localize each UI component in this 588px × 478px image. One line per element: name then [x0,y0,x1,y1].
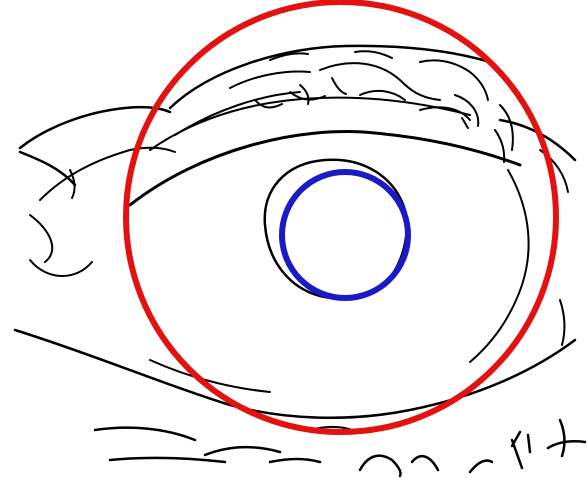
inner-detection-circle [282,172,408,298]
lower-lash-line [270,459,320,462]
left-fold-line [40,148,175,200]
left-fold-line [30,260,92,276]
lower-lash-line [110,458,225,462]
lower-lash-line [470,460,492,472]
brow-texture-line [320,63,440,100]
lower-lash-line [512,432,530,468]
brow-texture-line [230,72,310,88]
right-fold-line [560,300,564,345]
lower-lash-line [412,456,438,470]
left-fold-line [20,152,75,185]
eyelid-crease-line [130,132,520,205]
lower-lash-line [205,447,280,455]
left-fold-line [30,215,52,262]
lower-lash-line [360,456,401,476]
brow-texture-line [420,60,488,100]
outer-detection-circle [126,2,556,432]
eyelid-fold-line [175,92,300,135]
lower-lash-line [560,420,564,456]
lower-lash-line [95,428,195,440]
edge-lines [15,46,585,476]
brow-texture-line [360,91,470,120]
eyelid-fold-line [150,98,470,150]
brow-texture-line [495,105,513,162]
iris-outline [265,160,407,299]
lower-lash-line [548,441,585,448]
